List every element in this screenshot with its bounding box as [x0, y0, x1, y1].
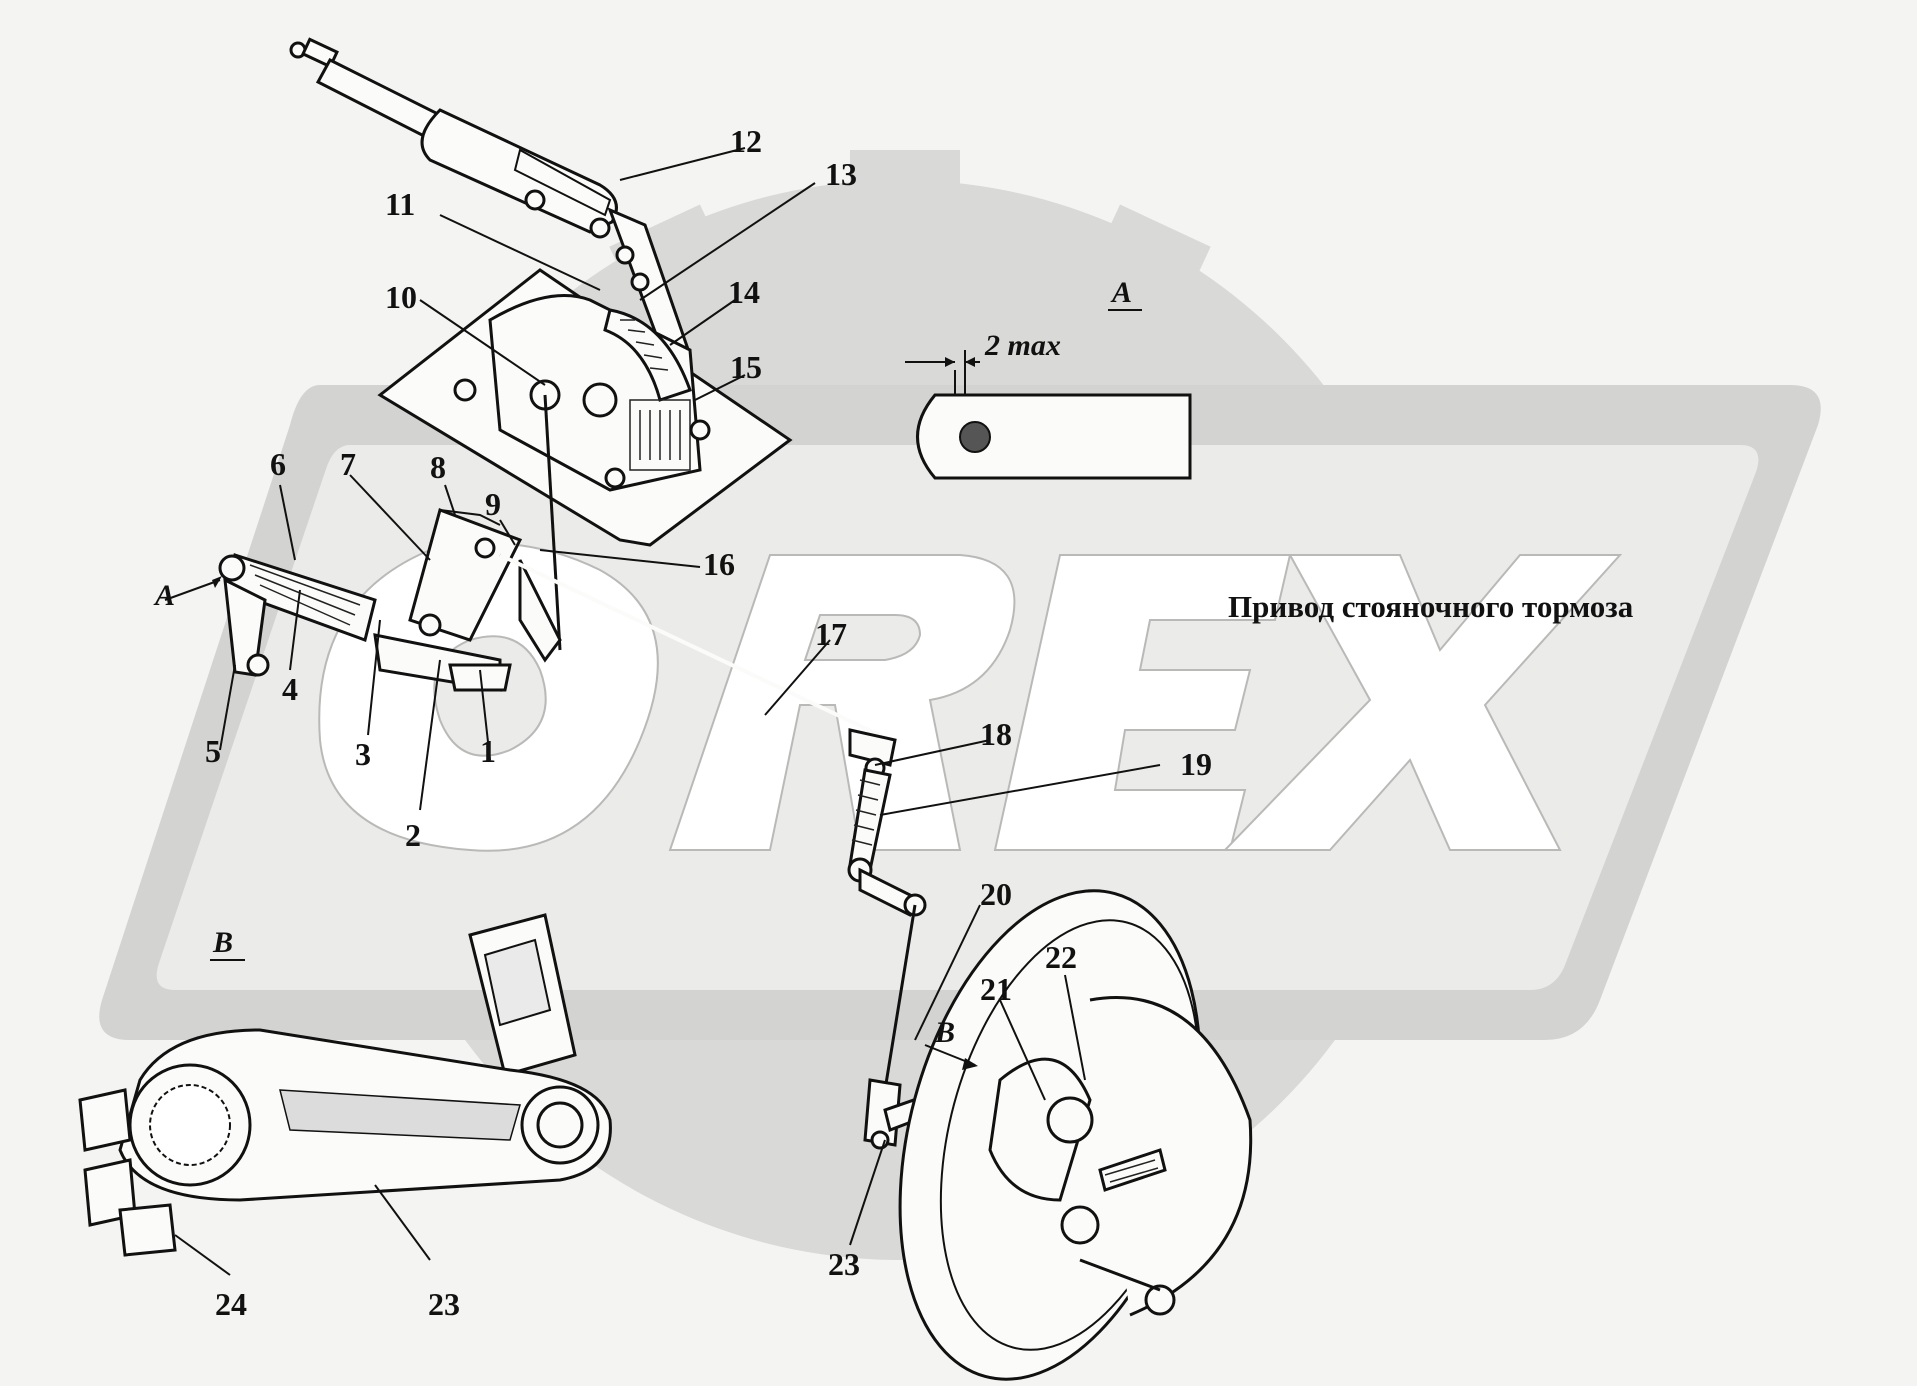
callout-19: 19 [1180, 746, 1212, 782]
detail-view-b [78, 913, 612, 1257]
callout-23-lever: 23 [428, 1286, 460, 1322]
callout-5: 5 [205, 733, 221, 769]
lever-18-19 [847, 728, 927, 917]
callout-3: 3 [355, 736, 371, 772]
callout-14: 14 [728, 274, 760, 310]
dimension-label: 2 max [984, 329, 1061, 362]
orex-letters [318, 542, 1623, 852]
callout-23-drum: 23 [828, 1246, 860, 1282]
lever-assembly-left [218, 508, 562, 692]
callout-16: 16 [703, 546, 735, 582]
brake-drum [898, 889, 1253, 1381]
callout-numbers: 1 2 3 4 5 6 7 8 9 10 11 12 13 14 15 16 1… [205, 123, 1212, 1322]
callout-10: 10 [385, 279, 417, 315]
leader-lines [164, 147, 1161, 1276]
view-a-title: A [1110, 276, 1132, 309]
hand-lever [289, 37, 692, 375]
callout-2: 2 [405, 817, 421, 853]
callout-9: 9 [485, 486, 501, 522]
callout-20: 20 [980, 876, 1012, 912]
callout-15: 15 [730, 349, 762, 385]
callout-1: 1 [480, 733, 496, 769]
callout-6: 6 [270, 446, 286, 482]
callout-13: 13 [825, 156, 857, 192]
callout-18: 18 [980, 716, 1012, 752]
callout-4: 4 [282, 671, 298, 707]
detail-view-a [905, 350, 1192, 480]
callout-12: 12 [730, 123, 762, 159]
callout-8: 8 [430, 449, 446, 485]
callout-11: 11 [385, 186, 415, 222]
callout-7: 7 [340, 446, 356, 482]
view-b-title: B [212, 926, 233, 959]
callout-17: 17 [815, 616, 847, 652]
view-b-arrow-label: B [934, 1016, 955, 1049]
callout-24: 24 [215, 1286, 247, 1322]
ratchet-bracket [377, 268, 793, 547]
callout-22: 22 [1045, 939, 1077, 975]
diagram-caption: Привод стояночного тормоза [1228, 589, 1634, 624]
view-a-arrow-label: A [153, 579, 175, 612]
callout-21: 21 [980, 971, 1012, 1007]
